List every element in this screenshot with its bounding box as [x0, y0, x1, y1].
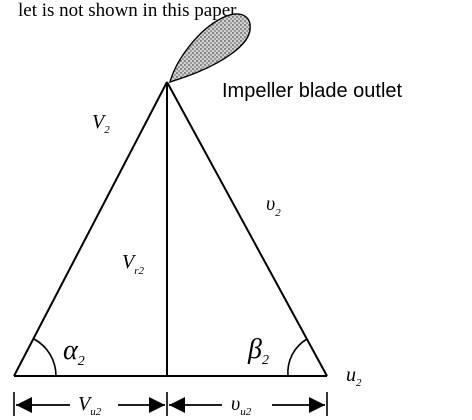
- label-beta2: β2: [247, 334, 269, 368]
- caption-text: let is not shown in this paper.: [18, 0, 240, 21]
- label-vu2: υu2: [231, 393, 252, 418]
- velocity-v2-line: [166, 81, 328, 377]
- velocity-V2-line: [13, 81, 168, 377]
- impeller-blade-shape: [168, 13, 251, 84]
- label-Vr2: Vr2: [122, 251, 144, 277]
- label-alpha2: α2: [63, 335, 85, 369]
- alpha2-angle-arc: [33, 338, 57, 377]
- label-v2: υ2: [266, 193, 281, 219]
- impeller-blade-outlet-label: Impeller blade outlet: [222, 80, 403, 102]
- label-u2: u2: [346, 364, 362, 389]
- beta2-angle-arc: [287, 338, 308, 377]
- label-Vu2: Vu2: [78, 393, 102, 418]
- label-V2: V2: [92, 111, 110, 136]
